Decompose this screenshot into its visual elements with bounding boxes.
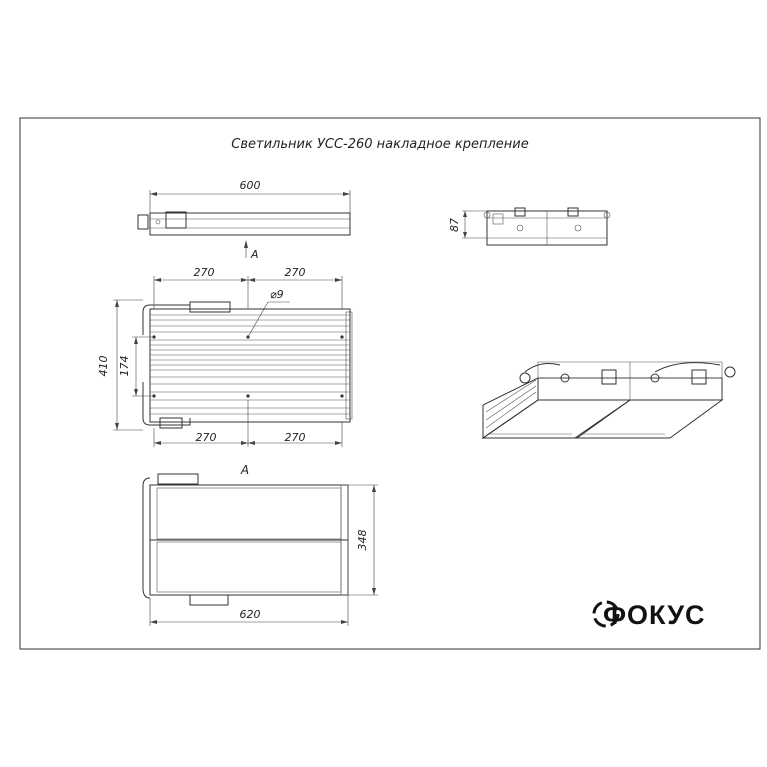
dim-620: 620 xyxy=(240,608,261,621)
dim-348: 348 xyxy=(356,530,369,551)
sheet-frame xyxy=(19,117,761,650)
dim-87: 87 xyxy=(448,218,461,232)
dim-410: 410 xyxy=(97,356,110,377)
view-arrow-label: A xyxy=(250,248,259,261)
logo-icon xyxy=(592,600,620,628)
dim-270-top-left: 270 xyxy=(194,266,215,279)
dim-hole: ⌀9 xyxy=(270,288,284,301)
top-view: 600 A xyxy=(137,179,351,261)
drawing-title: Светильник УСС-260 накладное крепление xyxy=(231,137,528,152)
dim-270-top-right: 270 xyxy=(285,266,306,279)
view-a: A 348 620 xyxy=(142,463,378,626)
front-view: ⌀9 270 270 270 270 410 174 xyxy=(97,266,353,447)
logo: ФОКУС xyxy=(592,600,706,630)
isometric-view xyxy=(481,361,736,439)
logo-text: ФОКУС xyxy=(603,600,706,630)
section-view-label: A xyxy=(240,463,249,477)
dim-174: 174 xyxy=(118,356,131,377)
dim-270-bottom-left: 270 xyxy=(196,431,217,444)
dim-270-bottom-right: 270 xyxy=(285,431,306,444)
side-view: 87 xyxy=(448,207,611,246)
dim-600: 600 xyxy=(240,179,261,192)
